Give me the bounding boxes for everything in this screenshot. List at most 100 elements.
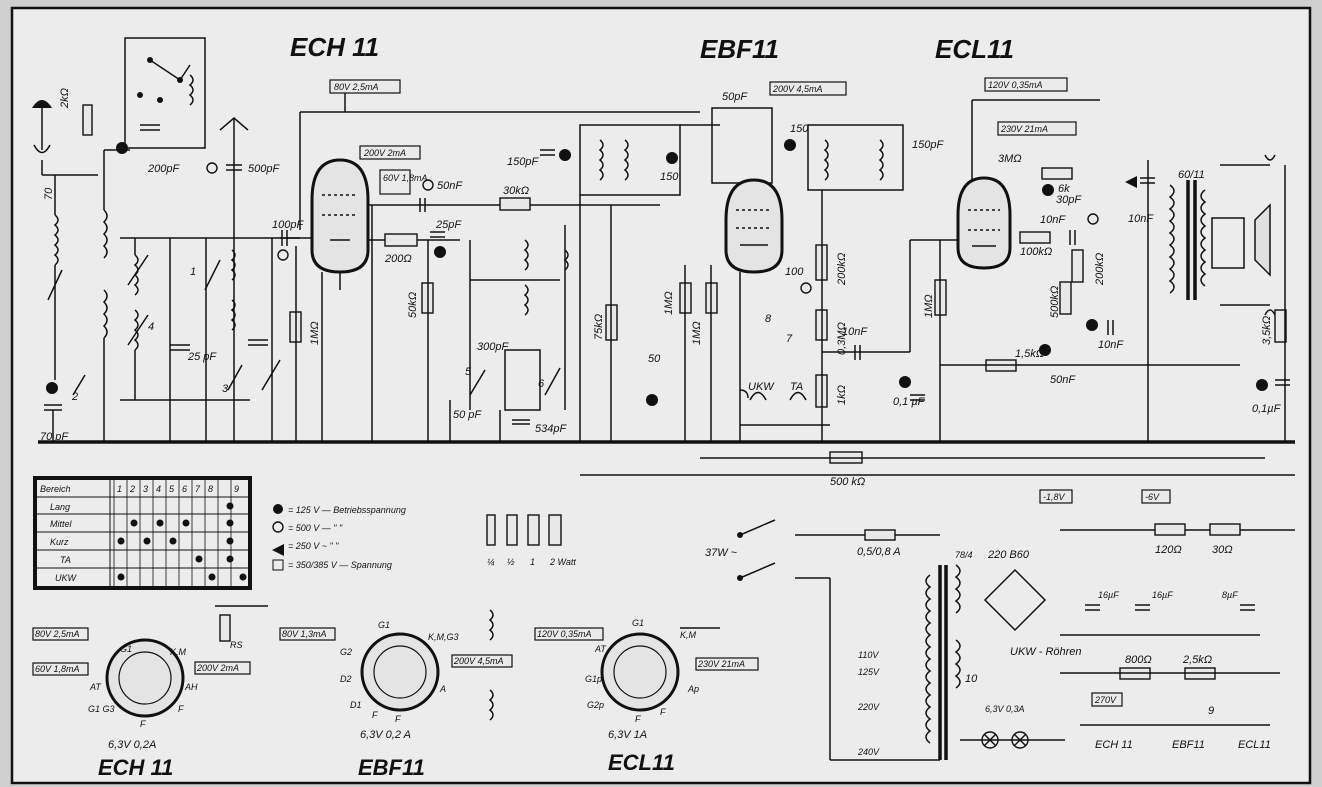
switch-table: Bereich 1 2 3 4 5 6 7 8 9 Lang Mittel Ku… <box>33 476 252 590</box>
power-supply: 37W ~ 0,5/0,8 A 110V 125V 220V 240V 78/4… <box>705 489 1295 761</box>
table-header-1: 1 <box>117 484 122 494</box>
table-header-6: 6 <box>182 484 187 494</box>
c25pf-label: 25pF <box>435 219 462 231</box>
c150a-label: 150pF <box>507 156 539 168</box>
r500k-b-label: 500 kΩ <box>830 476 865 488</box>
r200k-b-label: 200kΩ <box>1094 253 1106 286</box>
ebf-pin-d2: D2 <box>340 674 352 684</box>
r6k-label: 6k <box>1058 183 1070 195</box>
heater-ecl11: ECL11 <box>1238 739 1271 751</box>
switch7-label: 7 <box>786 333 793 345</box>
ech-op-a: 80V 2,5mA <box>334 82 379 92</box>
ecl-op-b: 230V 21mA <box>1000 124 1048 134</box>
table-row-mittel: Mittel <box>50 519 73 529</box>
r100k-label: 100kΩ <box>1020 246 1052 258</box>
ecl-pin-g2p: G2p <box>587 700 604 710</box>
c8-label: 8µF <box>1222 590 1238 600</box>
ech-pin-p2: 60V 1,8mA <box>35 664 80 674</box>
pinout-ech11: 80V 2,5mA 60V 1,8mA 200V 2mA G1 K,M AT A… <box>32 605 268 780</box>
band-switch: 200pF 500pF <box>116 37 280 442</box>
r03m-label: 0,3MΩ <box>836 322 848 355</box>
c30pf-label: 30pF <box>1056 194 1082 206</box>
ecl-pin-p2: 230V 21mA <box>697 659 745 669</box>
c200pf-label: 200pF <box>147 163 180 175</box>
ebf-pin-km: K,M,G3 <box>428 632 459 642</box>
ech-pin-f2: F <box>178 704 184 714</box>
r2k-label: 2kΩ <box>59 88 71 109</box>
r25k-label: 2,5kΩ <box>1182 654 1212 666</box>
c300pf-label: 300pF <box>477 341 509 353</box>
heater-ech11: ECH 11 <box>1095 739 1133 751</box>
ebf-pin-d1: D1 <box>350 700 362 710</box>
ukw-roehren-label: UKW - Röhren <box>1010 646 1082 658</box>
table-row-ta: TA <box>60 555 71 565</box>
ukw-input-label: UKW <box>748 381 775 393</box>
fuse-label: 0,5/0,8 A <box>857 546 901 558</box>
watt-half: ½ <box>507 557 515 567</box>
table-header-5: 5 <box>169 484 175 494</box>
r800-label: 800Ω <box>1125 654 1152 666</box>
switch8-label: 8 <box>765 313 772 325</box>
c10nf-b-label: 10nF <box>1040 214 1066 226</box>
c10nf-c-label: 10nF <box>1098 339 1124 351</box>
c100-label: 100 <box>785 266 804 278</box>
c01uf-b-label: 0,1µF <box>1252 403 1282 415</box>
ebf11-tube: 200V 4,5mA 50pF 100 150 150pF 200kΩ 0,3M… <box>646 81 944 442</box>
v240-label: 240V <box>857 747 880 757</box>
ech-pin-rs: RS <box>230 640 243 650</box>
ebf-pin-a: A <box>439 684 446 694</box>
switch9-label: 9 <box>1208 705 1214 717</box>
r3m-label: 3MΩ <box>998 153 1022 165</box>
c150c-label: 150 <box>790 123 809 135</box>
heater-label: 6,3V 0,3A <box>985 704 1025 714</box>
c16b-label: 16µF <box>1152 590 1173 600</box>
ebf-pin-f2: F <box>372 710 378 720</box>
antenna-section: 70 pF 2kΩ 70 2 <box>32 88 130 443</box>
ecl-pin-ap: Ap <box>687 684 699 694</box>
neg6-label: -6V <box>1145 492 1160 502</box>
w37-label: 37W ~ <box>705 547 738 559</box>
ecl-pin-km: K,M <box>680 630 697 640</box>
c50-label: 50 pF <box>453 409 482 421</box>
switch4-label: 4 <box>148 321 154 333</box>
v220-label: 220V <box>857 702 880 712</box>
ech-pin-g1g3: G1 G3 <box>88 704 115 714</box>
c70pf-label: 70 pF <box>40 431 69 443</box>
ta-input-label: TA <box>790 381 803 393</box>
r120-label: 120Ω <box>1155 544 1182 556</box>
c50nf-b-label: 50 <box>648 353 661 365</box>
r50k-label: 50kΩ <box>407 292 419 318</box>
ech-pin-p1: 80V 2,5mA <box>35 629 80 639</box>
table-header-8: 8 <box>208 484 213 494</box>
table-row-lang: Lang <box>50 502 70 512</box>
ebf-pin-p2: 200V 4,5mA <box>453 656 504 666</box>
ech-pin-ah: AH <box>184 682 198 692</box>
r75k-label: 75kΩ <box>593 314 605 340</box>
c150b-label: 150 <box>660 171 679 183</box>
r200k-label: 200kΩ <box>836 253 848 286</box>
table-header-7: 7 <box>195 484 201 494</box>
ecl11-title: ECL11 <box>935 34 1014 64</box>
watt-two: 2 Watt <box>549 557 576 567</box>
table-row-ukw: UKW <box>55 573 78 583</box>
watt-one: 1 <box>530 557 535 567</box>
switch10-label: 10 <box>965 673 978 685</box>
ech-op-b: 200V 2mA <box>363 148 406 158</box>
c25-label: 25 pF <box>187 351 217 363</box>
c50nf-label: 50nF <box>437 180 463 192</box>
watt-quarter: ¼ <box>487 557 495 567</box>
c70-label: 70 <box>43 187 55 200</box>
ech-pin-g1: G1 <box>120 644 132 654</box>
rf-tuning: 300pF 5 6 534pF 50 pF 75kΩ <box>449 205 618 442</box>
neg18-label: -1,8V <box>1043 492 1066 502</box>
pinout-ecl11: 120V 0,35mA 230V 21mA G1 K,M AT G1p G2p … <box>534 618 759 775</box>
ech-pinout-title: ECH 11 <box>98 755 173 780</box>
ecl-pin-p1: 120V 0,35mA <box>537 629 592 639</box>
t7814-label: 78/4 <box>955 550 973 560</box>
ech11-title: ECH 11 <box>290 32 379 62</box>
c50pf-top-label: 50pF <box>722 91 748 103</box>
if-filter-1: 150pF 150 <box>507 124 720 442</box>
ecl-op-a: 120V 0,35mA <box>988 80 1043 90</box>
table-header-2: 2 <box>129 484 135 494</box>
ebf-pin-f: F <box>395 714 401 724</box>
